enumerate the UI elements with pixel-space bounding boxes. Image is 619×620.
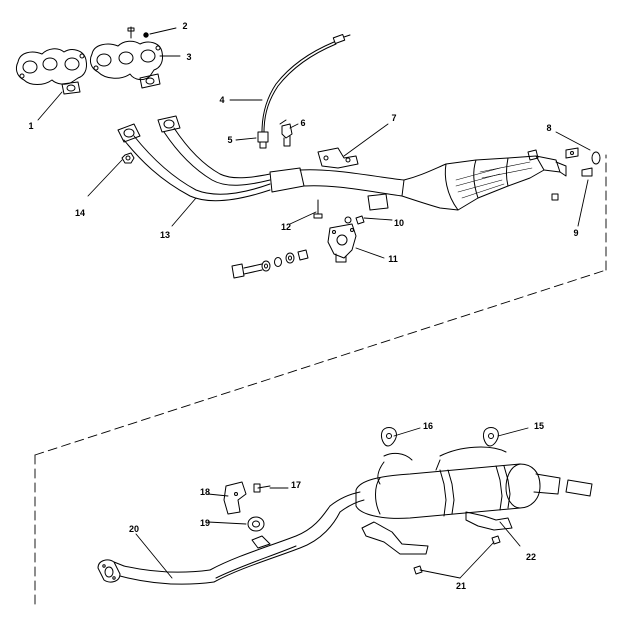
callout-1: 1: [28, 121, 34, 131]
rear-muffler: [355, 446, 593, 555]
callout-21: 21: [455, 581, 467, 591]
callout-6: 6: [300, 118, 306, 128]
callout-8: 8: [546, 123, 552, 133]
callout-10: 10: [393, 218, 405, 228]
callout-12: 12: [280, 222, 292, 232]
manifold-gasket-right: [89, 40, 163, 89]
rear-bracket: [223, 481, 247, 515]
front-downpipe: [117, 115, 405, 211]
callout-19: 19: [199, 518, 211, 528]
callout-18: 18: [199, 487, 211, 497]
callout-22: 22: [525, 552, 537, 562]
washer-nut: [344, 215, 365, 225]
rubber-mount: [327, 223, 357, 263]
flange-nut: [121, 152, 135, 164]
callout-14: 14: [74, 208, 86, 218]
pipe-bracket: [317, 147, 359, 169]
callout-4: 4: [219, 95, 225, 105]
leader-lines: [37, 27, 591, 579]
callout-11: 11: [388, 254, 398, 264]
rubber-hanger-16: [381, 427, 397, 447]
bolt-washer-stack: [231, 249, 309, 279]
callout-3: 3: [186, 52, 192, 62]
callout-17: 17: [290, 480, 302, 490]
callout-2: 2: [182, 21, 188, 31]
outlet-gasket: [527, 147, 601, 201]
mounting-bolt: [313, 199, 323, 219]
rear-rubber-ring: [247, 516, 265, 532]
stud-nut: [127, 26, 149, 39]
dashed-frame: [34, 154, 607, 606]
manifold-gasket-left: [15, 48, 87, 95]
rear-nuts: [413, 535, 501, 575]
rear-bolt: [253, 483, 271, 493]
callout-7: 7: [391, 113, 397, 123]
callout-13: 13: [159, 230, 171, 240]
callout-16: 16: [422, 421, 434, 431]
oxygen-sensor-wire: [257, 33, 351, 149]
callout-15: 15: [533, 421, 545, 431]
rear-pipe: [97, 491, 365, 585]
catalytic-converter: [401, 155, 567, 211]
callout-9: 9: [573, 228, 579, 238]
callout-20: 20: [128, 524, 140, 534]
callout-5: 5: [227, 135, 233, 145]
rubber-hanger-15: [483, 427, 499, 447]
